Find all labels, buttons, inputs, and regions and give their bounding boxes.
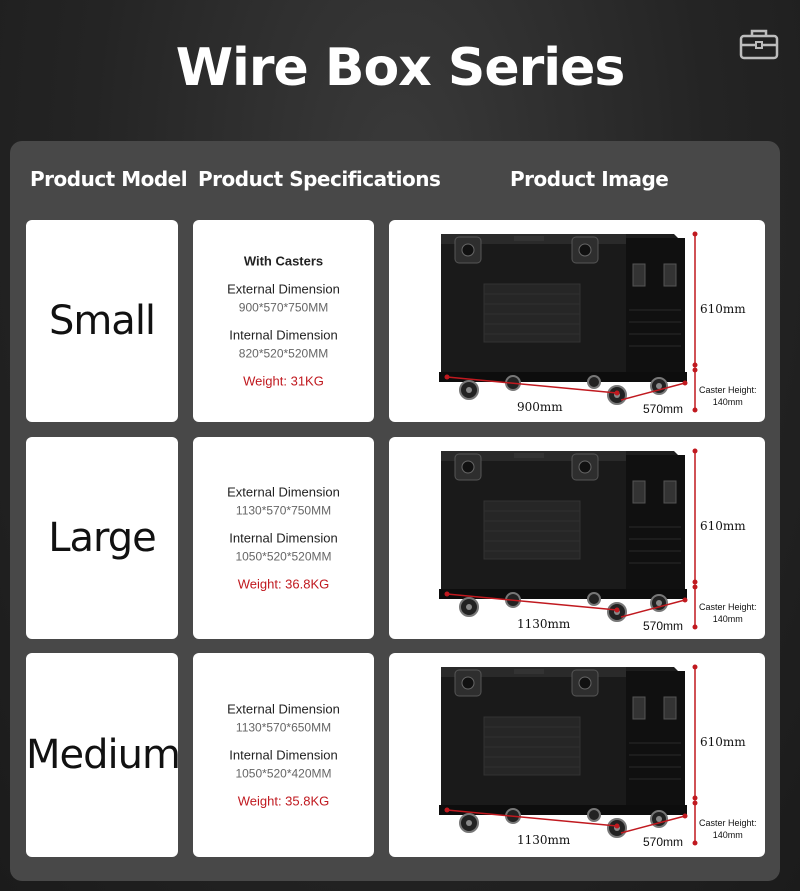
depth-dimension-label: 570mm — [643, 835, 684, 849]
external-dimension-value: 1130*570*650MM — [235, 720, 332, 735]
width-dimension-label: 1130mm — [517, 833, 571, 847]
caster-height-value: 140mm — [712, 830, 743, 840]
caster-height-label: Caster Height: 140mm — [699, 817, 757, 841]
model-card-large: Large — [26, 437, 178, 639]
caster-height-title: Caster Height: — [699, 818, 757, 828]
product-image-card-medium: 610mm 1130mm 570mm Caster Height: 140mm — [389, 653, 765, 857]
external-dimension-label: External Dimension — [227, 484, 340, 500]
spec-card-small: With Casters External Dimension 900*570*… — [193, 220, 374, 422]
height-dimension-label: 610mm — [700, 735, 746, 749]
external-dimension-value: 900*570*750MM — [238, 300, 329, 315]
caster-height-label: Caster Height: 140mm — [699, 601, 757, 625]
external-dimension-label: External Dimension — [227, 281, 340, 297]
wire-box-image — [439, 231, 698, 413]
internal-dimension-label: Internal Dimension — [229, 747, 338, 763]
weight-value: Weight: 36.8KG — [237, 576, 330, 592]
spec-card-medium: External Dimension 1130*570*650MM Intern… — [193, 653, 374, 857]
weight-value: Weight: 35.8KG — [237, 793, 330, 809]
internal-dimension-value: 820*520*520MM — [238, 346, 329, 361]
model-name: Small — [48, 298, 156, 344]
header-product-image: Product Image — [510, 167, 669, 191]
caster-height-title: Caster Height: — [699, 602, 757, 612]
caster-height-title: Caster Height: — [699, 385, 757, 395]
casters-label: With Casters — [243, 253, 324, 269]
height-dimension-label: 610mm — [700, 302, 746, 316]
weight-value: Weight: 31KG — [243, 373, 324, 389]
external-dimension-value: 1130*570*750MM — [235, 503, 332, 518]
depth-dimension-label: 570mm — [643, 619, 684, 633]
product-image-card-small: 610mm 900mm 570mm Caster Height: 140mm — [389, 220, 765, 422]
width-dimension-label: 900mm — [517, 400, 563, 414]
wire-box-image — [439, 664, 698, 846]
external-dimension-label: External Dimension — [227, 701, 340, 717]
toolbox-icon — [739, 29, 779, 60]
model-card-small: Small — [26, 220, 178, 422]
internal-dimension-value: 1050*520*420MM — [235, 766, 332, 781]
page-title: Wire Box Series — [175, 38, 626, 98]
height-dimension-label: 610mm — [700, 519, 746, 533]
product-image-card-large: 610mm 1130mm 570mm Caster Height: 140mm — [389, 437, 765, 639]
width-dimension-label: 1130mm — [517, 617, 571, 631]
caster-height-value: 140mm — [712, 614, 743, 624]
wire-box-image — [439, 448, 698, 630]
internal-dimension-label: Internal Dimension — [229, 530, 338, 546]
internal-dimension-label: Internal Dimension — [229, 327, 338, 343]
model-name: Large — [48, 515, 157, 561]
header-product-model: Product Model — [30, 167, 188, 191]
header-product-specifications: Product Specifications — [198, 167, 441, 191]
internal-dimension-value: 1050*520*520MM — [235, 549, 332, 564]
depth-dimension-label: 570mm — [643, 402, 684, 416]
caster-height-value: 140mm — [712, 397, 743, 407]
spec-card-large: External Dimension 1130*570*750MM Intern… — [193, 437, 374, 639]
caster-height-label: Caster Height: 140mm — [699, 384, 757, 408]
model-card-medium: Medium — [26, 653, 178, 857]
model-name: Medium — [26, 732, 178, 778]
